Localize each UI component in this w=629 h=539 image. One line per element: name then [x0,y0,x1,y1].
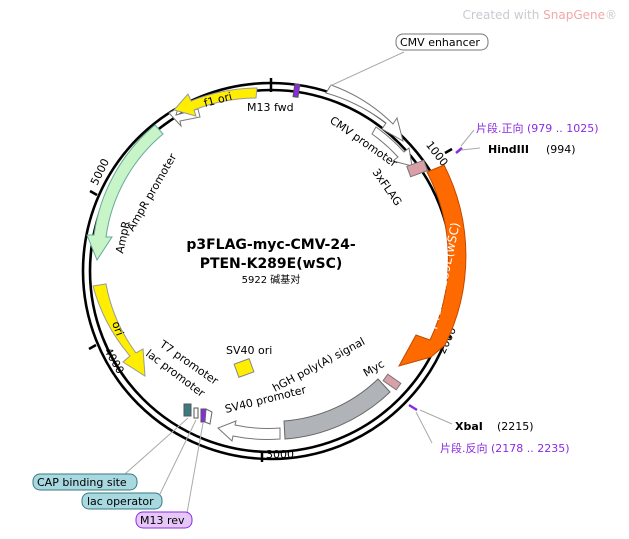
m13-fwd-label: M13 fwd [247,101,294,114]
pten-arrow [397,164,467,367]
tick-1000 [444,147,453,155]
m13-rev-leader [186,422,204,514]
ori-arrow [92,283,146,377]
lac-operator-label: lac operator [87,495,154,508]
xbai-position: (2215) [497,420,534,433]
tick-5000 [89,189,98,197]
cmv-enhancer-leader [329,51,405,87]
seg-rev-label: 片段.反向 (2178 .. 2235) [440,441,570,455]
plasmid-name-line2: PTEN-K289E(wSC) [200,256,343,272]
tick-4000 [88,343,97,351]
flag-label: 3xFLAG [370,166,405,208]
tick-label-3000: 3000 [266,448,294,461]
cmv-enhancer-label: CMV enhancer [400,36,480,49]
snapgene-watermark: Created with SnapGene® [463,8,617,22]
cap-callout-label: CAP binding site [37,476,127,489]
hindiii-leader [460,147,481,151]
xbai-name: XbaI [455,420,483,433]
watermark-brand: SnapGene [543,8,605,22]
f1-ori-arrow [173,87,258,117]
sv40-ori-label: SV40 ori [226,344,272,357]
lac-operator-pill [81,492,163,510]
cap-site-box [183,403,192,417]
plasmid-name-line1: p3FLAG-myc-CMV-24- [186,237,356,253]
cmv-promoter-arrow [371,126,413,167]
sv40-ori-box [233,358,255,378]
ampr-arrow [86,124,164,262]
xbai-site-marker [408,403,418,412]
cmv-enhancer-pill [395,33,489,51]
m13-rev-pill [135,511,193,529]
watermark-prefix: Created with [462,8,544,22]
seg-fwd-label: 片段.正向 (979 .. 1025) [476,121,599,135]
hindiii-name: HindIII [488,143,529,156]
ori-label: ori [109,320,126,338]
seg-rev-leader [415,411,433,444]
m13-rev-label: M13 rev [140,514,185,527]
hgh-polya-arrow [283,378,391,440]
lac-operator-box [193,407,199,419]
watermark-mark: ® [605,8,617,22]
tick-label-5000: 5000 [88,157,112,188]
cap-callout-pill [32,473,138,491]
myc-tag-box [382,373,402,391]
t7-lac-promoter-arrow [204,408,213,425]
sv40-promoter-label: SV40 promoter [224,383,308,416]
xbai-leader [419,409,453,425]
seg-fwd-leader [460,129,475,147]
lac-operator-leader [159,419,197,495]
hindiii-position: (994) [546,143,576,156]
plasmid-size: 5922 碱基对 [242,273,301,286]
cap-leader [124,417,189,475]
hindiii-site-marker [455,147,463,154]
cmv-enhancer-arrow [325,84,404,143]
hgh-label: hGH poly(A) signal [270,335,367,395]
m13-fwd-box [292,83,301,98]
flag-tag-box [406,159,429,178]
myc-label: Myc [361,357,387,379]
sv40-promoter-arrow [217,420,281,442]
